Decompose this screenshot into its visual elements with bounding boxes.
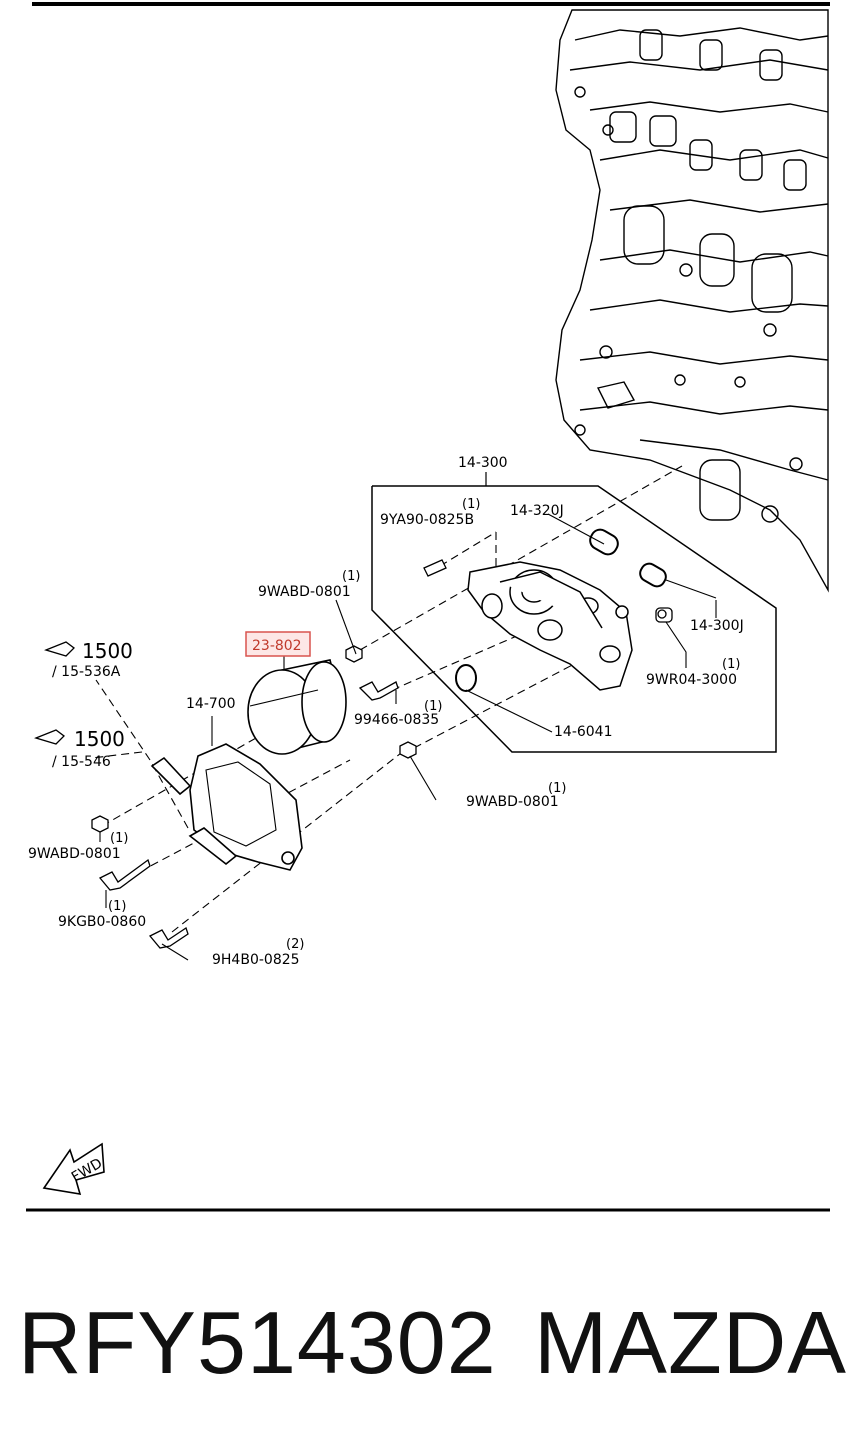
seal-14-320j <box>589 528 619 556</box>
callout-14-320j[interactable]: 14-320J <box>510 503 564 519</box>
nut-left-icon <box>91 815 109 833</box>
callout-14-300[interactable]: 14-300 <box>458 455 508 471</box>
stud-icon <box>423 559 447 577</box>
callout-9ya90-0825b[interactable]: 9YA90-0825B <box>380 512 474 528</box>
callout-9wr04-3000[interactable]: 9WR04-3000 <box>646 672 737 688</box>
callout-23-802[interactable]: 23-802 <box>252 638 302 654</box>
callout-9h4b0-0825[interactable]: 9H4B0-0825 <box>212 952 300 968</box>
assembly-lines <box>91 465 683 933</box>
ref-15-536a[interactable]: / 15-536A <box>52 664 121 680</box>
callout-99466-0835[interactable]: 99466-0835 <box>354 712 439 728</box>
bolt-icons <box>98 681 399 949</box>
ref-arrow-icons <box>34 641 75 745</box>
leader-lines <box>99 513 717 961</box>
qty-nut-left: (1) <box>110 831 128 846</box>
bolt-left-icon <box>98 858 151 891</box>
ref-15-546[interactable]: / 15-546 <box>52 754 111 770</box>
qty-bolt-left: (1) <box>108 899 126 914</box>
qty-bolt-mid: (1) <box>424 699 442 714</box>
nut-top-icon <box>345 645 363 663</box>
qty-nut-low: (1) <box>548 781 566 796</box>
brand-name: MAZDA <box>534 1293 847 1392</box>
oil-cooler <box>150 743 303 871</box>
fwd-arrow-icon <box>42 1142 105 1195</box>
bolt-bottom-icon <box>148 926 189 949</box>
qty-plug: (1) <box>722 657 740 672</box>
callout-9wabd-0801-top[interactable]: 9WABD-0801 <box>258 584 351 600</box>
callout-9wabd-0801-left[interactable]: 9WABD-0801 <box>28 846 121 862</box>
filter-callout-box[interactable] <box>245 631 311 657</box>
ref-1500-b[interactable]: 1500 <box>74 727 125 751</box>
seals <box>455 528 667 692</box>
parts-diagram: FWD 14-300 (1) 9YA90-0825B 14-320J (1) 9… <box>26 2 830 1212</box>
seal-14-300j <box>639 562 667 588</box>
callout-14-700[interactable]: 14-700 <box>186 696 236 712</box>
filter-housing <box>467 561 633 691</box>
qty-bolt-bottom: (2) <box>286 937 304 952</box>
callout-9kgb0-0860[interactable]: 9KGB0-0860 <box>58 914 146 930</box>
ref-1500-a[interactable]: 1500 <box>82 639 133 663</box>
oil-filter <box>247 659 347 755</box>
bolt-mid-icon <box>358 681 399 701</box>
qty-nut-top: (1) <box>342 569 360 584</box>
oring-14-6041 <box>455 664 477 692</box>
nut-low-icon <box>399 741 417 759</box>
callout-9wabd-0801-low[interactable]: 9WABD-0801 <box>466 794 559 810</box>
assembly-bracket <box>371 485 777 753</box>
engine-block <box>555 9 829 593</box>
part-number: RFY514302 <box>18 1293 497 1392</box>
plug-icon <box>655 607 673 623</box>
footer: RFY514302 MAZDA <box>0 1288 864 1398</box>
callout-14-300j[interactable]: 14-300J <box>690 618 744 634</box>
qty-stud: (1) <box>462 497 480 512</box>
nut-icons <box>91 645 417 833</box>
callout-14-6041[interactable]: 14-6041 <box>554 724 613 740</box>
